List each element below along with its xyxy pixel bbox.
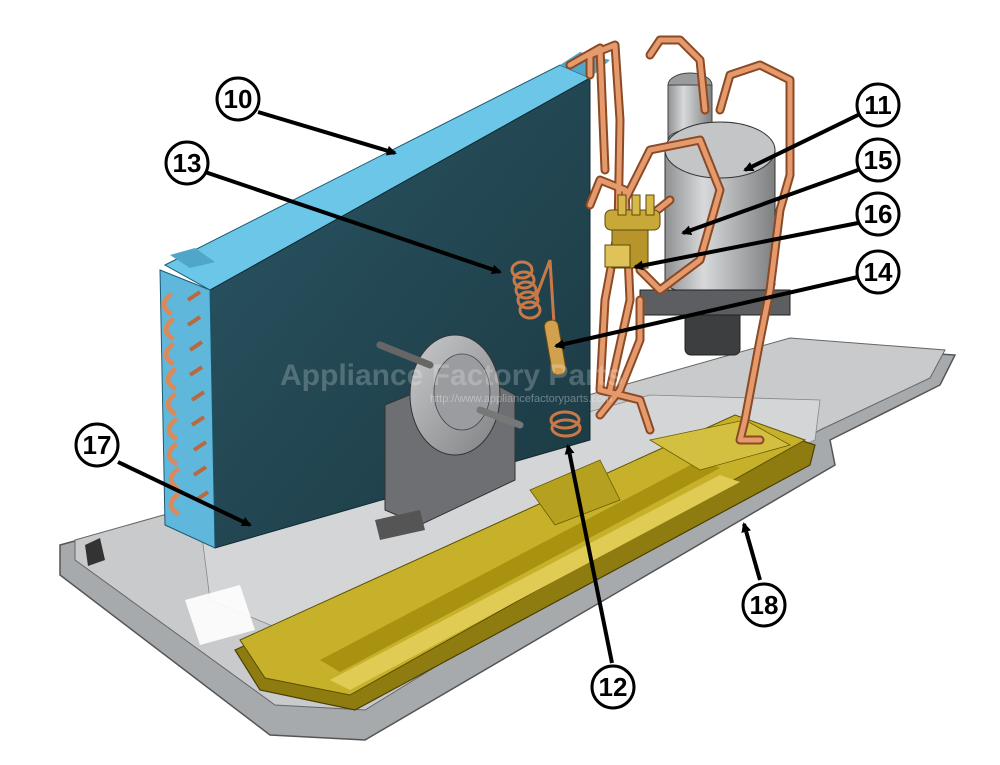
callout-18-label: 18 [750, 590, 779, 620]
callout-17-label: 17 [83, 430, 112, 460]
capillary-coil [510, 259, 557, 341]
drain-tray [234, 414, 816, 711]
accumulator-coil [549, 410, 582, 438]
arrow-13 [204, 170, 502, 275]
callout-16: 16 [855, 191, 901, 237]
callout-10-label: 10 [224, 84, 253, 114]
callout-15: 15 [855, 137, 901, 183]
callout-14: 14 [855, 249, 901, 295]
callout-13-label: 13 [173, 148, 202, 178]
callout-15-label: 15 [864, 145, 893, 175]
arrow-18 [741, 522, 762, 581]
callout-10: 10 [215, 76, 261, 122]
arrow-15 [681, 168, 859, 235]
coil-tube-stubs [186, 290, 210, 502]
arrow-17 [117, 460, 252, 527]
callout-14-label: 14 [864, 257, 893, 287]
callout-11-label: 11 [864, 90, 892, 120]
watermark-text: Appliance Factory Parts [280, 359, 623, 392]
callout-17: 17 [74, 422, 120, 468]
arrow-12 [564, 444, 614, 664]
reversing-valve [604, 194, 661, 269]
arrow-16 [633, 221, 859, 271]
watermark-url: http://www.appliancefactoryparts.com [430, 393, 612, 405]
callout-16-label: 16 [864, 199, 893, 229]
callout-12-label: 12 [599, 672, 628, 702]
callout-12: 12 [590, 664, 636, 710]
coil-return-bends [161, 292, 180, 516]
arrow-14 [554, 275, 859, 350]
callout-13: 13 [164, 140, 210, 186]
arrow-11 [743, 113, 859, 172]
fan-motor [375, 334, 524, 540]
leader-arrows [117, 110, 859, 664]
arrow-10 [257, 110, 397, 156]
callout-18: 18 [741, 582, 787, 628]
callouts: 10 11 12 13 14 15 16 17 [74, 76, 901, 710]
callout-11: 11 [855, 82, 901, 128]
